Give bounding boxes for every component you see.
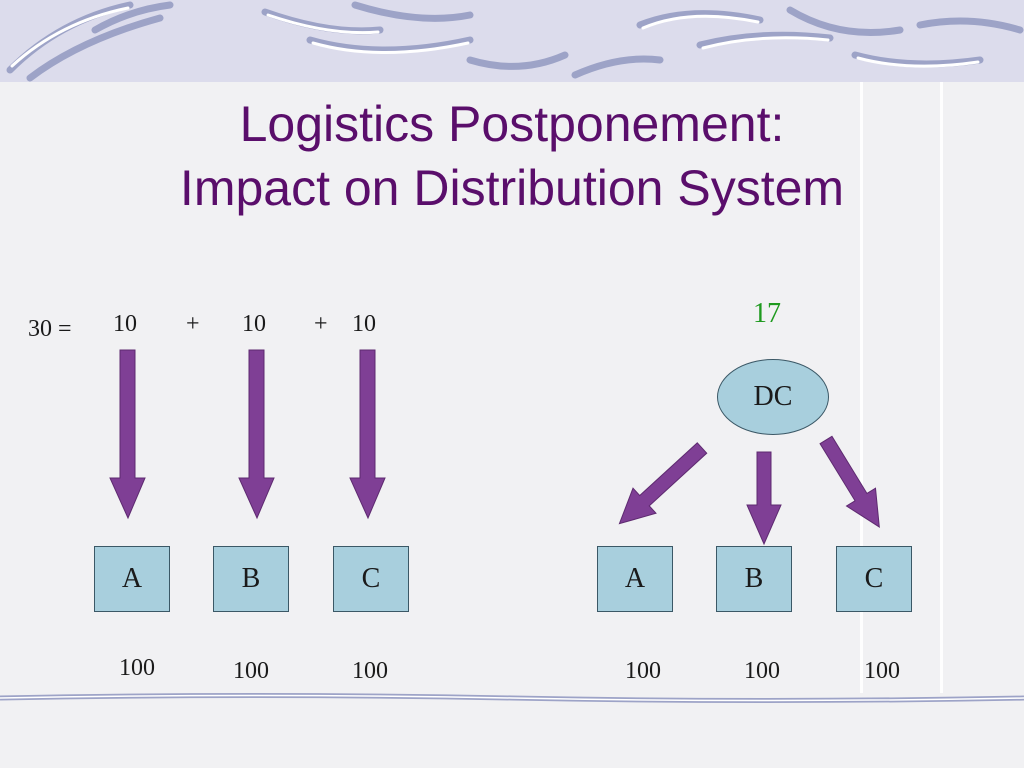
input-b-label: 10 — [242, 311, 266, 337]
decorative-banner — [0, 0, 1024, 82]
right-demand-b: 100 — [744, 658, 780, 684]
left-demand-c: 100 — [352, 658, 388, 684]
right-demand-c: 100 — [864, 658, 900, 684]
decorative-vertical-line — [940, 82, 943, 693]
pooled-safety-stock-label: 17 — [753, 298, 781, 329]
arrow-dc-to-a — [618, 442, 708, 525]
left-node-c: C — [333, 546, 409, 612]
left-demand-a: 100 — [119, 655, 155, 681]
arrow-dc-to-b — [746, 451, 782, 546]
total-safety-stock-label: 30 = — [28, 316, 72, 342]
title-line-2: Impact on Distribution System — [179, 160, 845, 216]
left-node-a: A — [94, 546, 170, 612]
arrow-to-left-c — [349, 349, 386, 520]
plus-sign: + — [186, 311, 200, 337]
arrow-to-left-a — [109, 349, 146, 520]
input-a-label: 10 — [113, 311, 137, 337]
decorative-bottom-line — [0, 693, 1024, 703]
right-demand-a: 100 — [625, 658, 661, 684]
left-node-b: B — [213, 546, 289, 612]
decorative-vertical-line — [860, 82, 863, 693]
right-node-a: A — [597, 546, 673, 612]
distribution-center-node: DC — [717, 359, 829, 435]
left-demand-b: 100 — [233, 658, 269, 684]
arrow-dc-to-c — [819, 435, 880, 528]
plus-sign: + — [314, 311, 328, 337]
title-line-1: Logistics Postponement: — [239, 96, 785, 152]
input-c-label: 10 — [352, 311, 376, 337]
slide-title: Logistics Postponement: Impact on Distri… — [0, 92, 1024, 220]
arrow-to-left-b — [238, 349, 275, 520]
right-node-b: B — [716, 546, 792, 612]
right-node-c: C — [836, 546, 912, 612]
